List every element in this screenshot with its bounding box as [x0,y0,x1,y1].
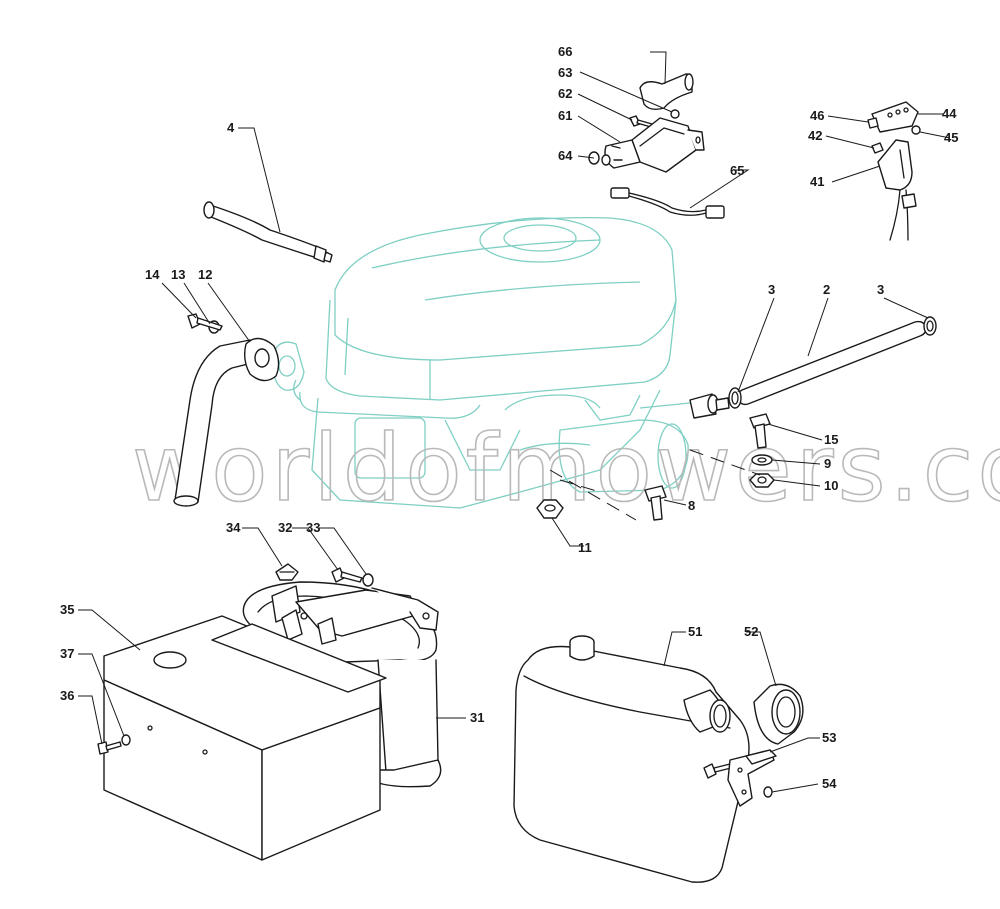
label-part-41: 41 [810,174,824,189]
part-66-boot [639,73,694,111]
part-52-fuel-cap [753,683,804,745]
part-3-hose-clamp-right [923,316,937,336]
label-part-53: 53 [822,730,836,745]
part-37-washer [121,734,131,746]
label-part-9: 9 [824,456,831,471]
assembly-path-8 [549,469,637,521]
part-3-hose-clamp-left [728,387,742,409]
part-53-bracket-screw [703,749,777,807]
label-part-51: 51 [688,624,702,639]
assembly-path-11 [559,479,601,493]
part-9-washer [751,454,773,466]
part-45-nut [911,125,921,135]
part-51-fuel-tank [513,635,750,883]
label-part-42: 42 [808,128,822,143]
part-32-bolt [331,567,363,583]
label-part-11: 11 [578,540,592,555]
label-part-33: 33 [306,520,320,535]
engine-outline [272,216,691,509]
leader-lines [78,51,951,793]
part-62-screw [629,115,653,128]
assembly-path-10 [689,449,761,476]
label-part-8: 8 [688,498,695,513]
label-part-13: 13 [171,267,185,282]
label-part-3-left: 3 [768,282,775,297]
part-46-screw [867,117,879,129]
part-41-throttle-lever [877,139,917,241]
label-part-35: 35 [60,602,74,617]
label-part-64: 64 [558,148,573,163]
part-63-nut [670,109,680,119]
part-4-breather-hose [203,201,333,263]
part-31-tank-bracket [242,581,442,788]
label-part-4: 4 [227,120,235,135]
label-part-2: 2 [823,282,830,297]
part-44-throttle-plate [871,101,919,133]
label-part-54: 54 [822,776,837,791]
part-54-nut [763,786,773,798]
label-part-34: 34 [226,520,241,535]
part-65-wire [610,187,725,219]
label-part-65: 65 [730,163,744,178]
part-36-screw [97,741,122,755]
part-10-nut [749,473,775,488]
part-15-bolt [749,413,771,449]
part-2-fuel-line [737,320,927,406]
part-61-solenoid [604,117,705,173]
label-part-3-right: 3 [877,282,884,297]
label-part-10: 10 [824,478,838,493]
label-part-62: 62 [558,86,572,101]
label-part-63: 63 [558,65,572,80]
part-34-clip [275,563,299,581]
label-part-52: 52 [744,624,758,639]
part-42-screw [871,142,884,154]
label-part-12: 12 [198,267,212,282]
label-part-14: 14 [145,267,160,282]
label-part-37: 37 [60,646,74,661]
part-35-tank-cover [103,615,387,861]
label-part-46: 46 [810,108,824,123]
label-part-15: 15 [824,432,838,447]
part-8-bolt [644,485,667,521]
label-part-36: 36 [60,688,74,703]
label-part-66: 66 [558,44,572,59]
label-part-32: 32 [278,520,292,535]
part-number-labels: 4 14 13 12 66 63 62 61 64 65 46 42 41 44… [60,44,958,791]
fuel-fitting [689,393,730,419]
label-part-61: 61 [558,108,572,123]
label-part-31: 31 [470,710,484,725]
label-part-45: 45 [944,130,958,145]
watermark-text: worldofmowers.co.uk [132,415,1000,522]
part-12-exhaust-pipe [173,337,280,507]
part-11-flange-nut [536,499,564,519]
label-part-44: 44 [942,106,957,121]
part-33-washer [362,573,374,587]
